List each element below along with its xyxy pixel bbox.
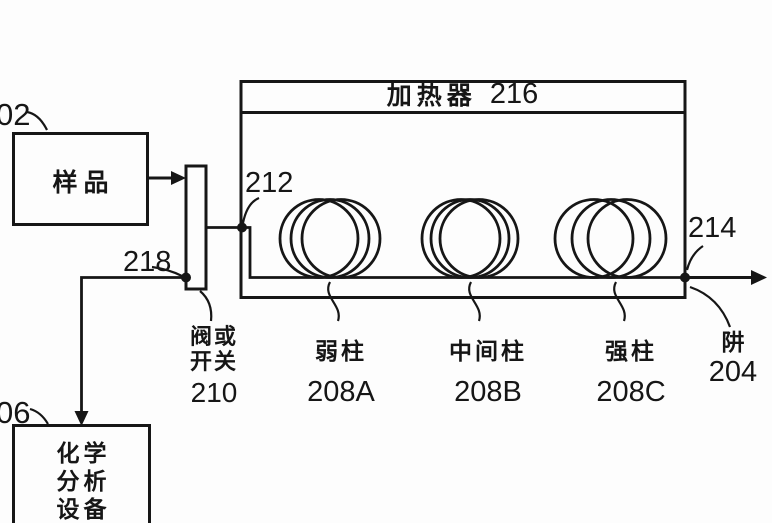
ref-strong-column: 208C	[596, 376, 666, 408]
leader-202	[26, 110, 48, 131]
analyzer-label-line3: 设备	[56, 497, 111, 522]
analyzer-box	[12, 424, 151, 523]
valve-box	[184, 164, 208, 291]
strong-column-name: 强柱	[605, 339, 657, 364]
arrowhead-outlet	[751, 270, 767, 285]
coil-weak-column	[278, 198, 382, 279]
leader-208C	[613, 281, 626, 322]
ref-intermediate-column: 208B	[454, 376, 522, 408]
ref-inlet-junction: 212	[245, 167, 294, 199]
junction-dot-214	[680, 272, 690, 283]
valve-label-line2: 开关	[189, 349, 238, 374]
flow-line-branch-to-analyzer	[80, 276, 186, 412]
intermediate-column-label: 中间柱 208B	[433, 340, 543, 407]
ref-outlet: 214	[688, 212, 737, 244]
ref-weak-column: 208A	[307, 376, 375, 408]
leader-204	[689, 285, 732, 328]
junction-dot-218	[181, 272, 191, 283]
analyzer-label-line1: 化学	[56, 441, 111, 466]
intermediate-column-name: 中间柱	[449, 339, 527, 364]
arrowhead-into-analyzer	[74, 411, 89, 426]
ref-heater: 216	[488, 79, 540, 114]
analyzer-label-line2: 分析	[56, 469, 111, 494]
trap-label: 阱 204	[700, 331, 766, 387]
weak-column-label: 弱柱 208A	[286, 340, 396, 407]
ref-trap: 204	[708, 356, 758, 388]
ref-analyzer: 06	[0, 395, 31, 430]
valve-label-line1: 阀或	[189, 324, 238, 349]
leader-208B	[468, 281, 481, 322]
ref-valve: 210	[190, 377, 238, 408]
leader-212	[241, 196, 260, 224]
sample-box	[12, 132, 149, 226]
heater-title: 加热器 216	[241, 79, 685, 114]
leader-218	[151, 265, 183, 277]
strong-column-label: 强柱 208C	[576, 340, 686, 407]
sample-box-label: 样品	[52, 170, 115, 197]
coil-strong-column	[553, 198, 668, 279]
junction-dot-212	[237, 222, 247, 233]
leader-206	[29, 407, 49, 425]
leader-210	[199, 290, 213, 322]
leader-214	[685, 245, 704, 271]
coil-intermediate-column	[420, 198, 520, 279]
trap-name: 阱	[721, 330, 745, 355]
leader-208A	[327, 281, 340, 322]
weak-column-name: 弱柱	[315, 339, 367, 364]
analyzer-box-label: 化学 分析 设备	[13, 440, 150, 523]
heater-label: 加热器	[386, 83, 477, 110]
heater-box	[239, 80, 687, 299]
leader-lines	[26, 110, 732, 425]
arrowhead-into-valve	[171, 171, 186, 185]
ref-sample: 02	[0, 97, 31, 132]
valve-label: 阀或 开关 210	[184, 324, 244, 407]
ref-branch-junction: 218	[123, 246, 172, 278]
